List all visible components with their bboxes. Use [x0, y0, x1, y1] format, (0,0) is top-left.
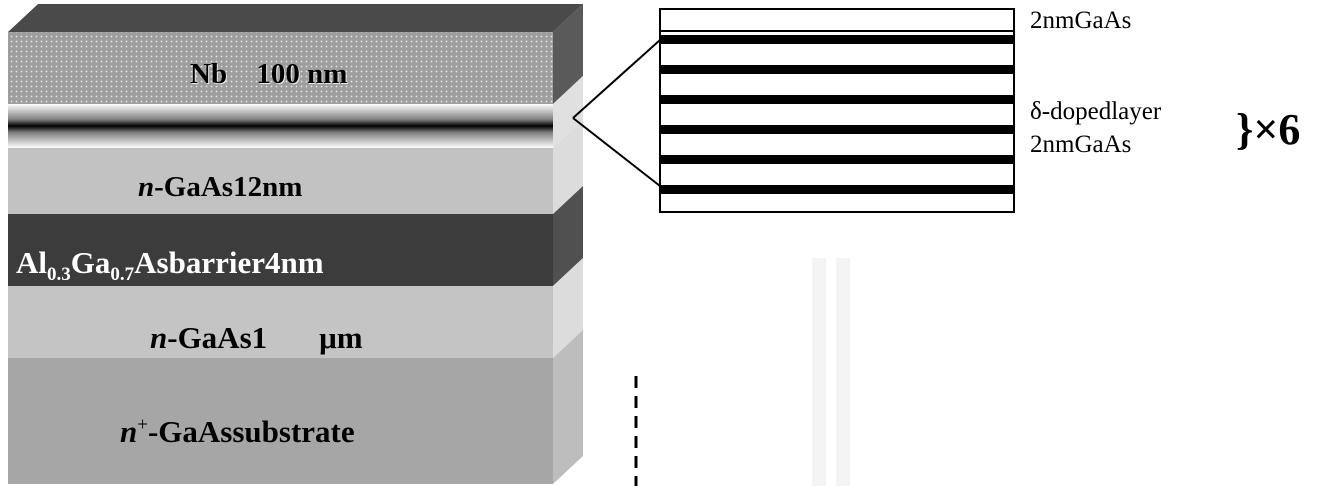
unit: μm [319, 320, 363, 355]
delta-side-face [553, 76, 583, 148]
n-gaas-1um-layer [8, 286, 553, 358]
algaas-side-face [553, 186, 583, 286]
stack-top-face [8, 4, 583, 32]
inset-delta-label: δ-dopedlayer [1030, 98, 1162, 125]
delta-bar [660, 125, 1014, 134]
n-gaas-12nm-layer [8, 148, 553, 214]
zoom-line-bottom [572, 117, 661, 187]
algaas-rest-text: Asbarrier4nm [134, 245, 324, 280]
inset-top-gaas-label: 2nmGaAs [1030, 7, 1132, 34]
algaas-label: Al0.3Ga0.7Asbarrier4nm [16, 245, 324, 286]
al-subscript: 0.3 [47, 264, 71, 286]
delta-layer-front [8, 104, 553, 148]
delta-bar [660, 185, 1014, 194]
delta-bar [660, 155, 1014, 164]
substrate-label: n+-GaAssubstrate [120, 414, 355, 450]
n-prefix: n [120, 414, 138, 449]
al-text: Al [16, 245, 47, 280]
inset-gaas-label: 2nmGaAs [1030, 131, 1132, 158]
gaas-bottom-side-face [553, 258, 583, 358]
nb-element: Nb [190, 58, 228, 90]
nb-layer [8, 32, 553, 104]
ga-subscript: 0.7 [110, 264, 135, 286]
layer-name: -GaAssubstrate [147, 414, 355, 449]
delta-bar [660, 65, 1014, 74]
faint-stripe-a [812, 258, 826, 486]
layer-name: -GaAs12nm [154, 171, 303, 203]
nb-thickness: 100 nm [256, 58, 348, 90]
nb-label: Nb 100 nm [190, 58, 347, 91]
gaas-top-side-face [553, 120, 583, 214]
n-gaas-12nm-label: n-GaAs12nm [138, 171, 302, 204]
algaas-barrier-layer [8, 214, 553, 286]
substrate-side-face [553, 330, 583, 484]
ga-text: Ga [70, 245, 111, 280]
n-gaas-1um-label: n-GaAs1 μm [150, 320, 363, 356]
n-prefix: n [138, 171, 155, 203]
zoom-line-top [572, 39, 661, 119]
nb-side-face [553, 4, 583, 104]
repeat-label: }×6 [1236, 105, 1301, 154]
n-prefix: n [150, 320, 168, 355]
plus-superscript: + [137, 414, 148, 436]
delta-bar [660, 95, 1014, 104]
delta-bars-group [660, 35, 1014, 194]
substrate-layer [8, 358, 553, 484]
faint-stripe-b [836, 258, 850, 486]
layer-name: -GaAs1 [167, 320, 268, 355]
delta-bar [660, 35, 1014, 44]
